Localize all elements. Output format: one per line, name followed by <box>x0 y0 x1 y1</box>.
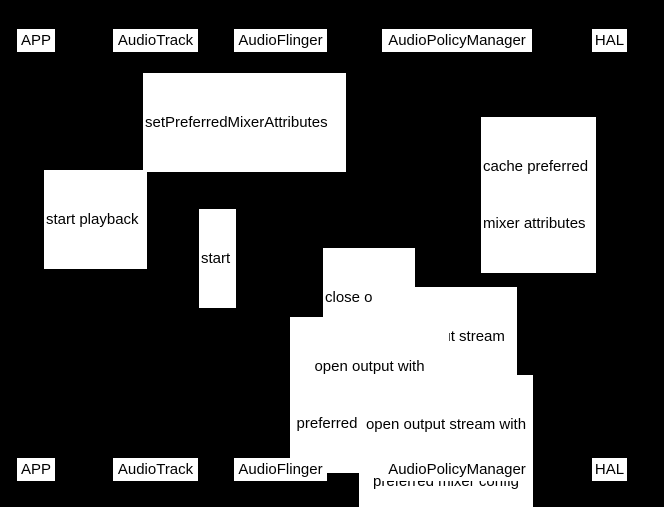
message-label-start-playback: start playback <box>44 170 147 269</box>
participant-header-audiotrack: AudioTrack <box>113 29 198 52</box>
message-label-cache-preferred-mixer-attributes: cache preferred mixer attributes <box>481 117 596 273</box>
participant-header-audiopolicymanager: AudioPolicyManager <box>382 29 532 52</box>
participant-footer-audiopolicymanager: AudioPolicyManager <box>382 458 532 481</box>
participant-header-hal: HAL <box>592 29 627 52</box>
message-label-start: start <box>199 209 236 308</box>
participant-footer-app: APP <box>17 458 55 481</box>
message-line: open output stream with <box>365 416 527 433</box>
message-label-set-preferred-mixer-attributes: setPreferredMixerAttributes <box>143 73 346 172</box>
message-line: setPreferredMixerAttributes <box>145 114 328 131</box>
message-line: start <box>201 250 231 267</box>
message-line: start playback <box>46 211 139 228</box>
participant-header-app: APP <box>17 29 55 52</box>
message-line: cache preferred <box>483 158 589 175</box>
message-line: mixer attributes <box>483 215 586 232</box>
participant-footer-hal: HAL <box>592 458 627 481</box>
participant-header-audioflinger: AudioFlinger <box>234 29 327 52</box>
participant-footer-audiotrack: AudioTrack <box>113 458 198 481</box>
participant-footer-audioflinger: AudioFlinger <box>234 458 327 481</box>
message-label-open-output-stream-with-preferred-mixer-config: open output stream with preferred mixer … <box>359 375 533 507</box>
message-line: open output with <box>314 358 425 375</box>
